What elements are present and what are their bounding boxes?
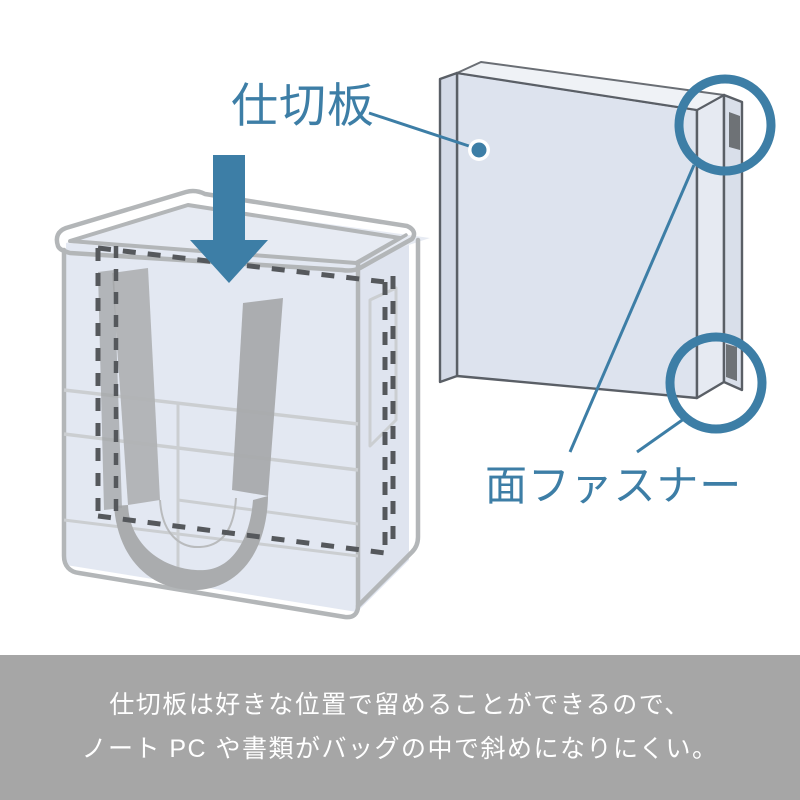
- divider-panel-illustration: [438, 61, 776, 434]
- divider-position-dashed-outline: [95, 245, 396, 556]
- label-hook-and-loop-fastener: 面ファスナー: [485, 462, 743, 509]
- label-divider-panel: 仕切板: [231, 79, 375, 132]
- strap-left-band: [112, 268, 160, 505]
- fastener-patch-bottom: [726, 344, 737, 381]
- leader-line-divider: [368, 111, 479, 151]
- bag-side-outline-inner: [356, 233, 408, 265]
- strap-u-shade: [159, 497, 237, 549]
- divider-panel-face: [455, 71, 699, 400]
- bag-carry-strap: [98, 268, 283, 591]
- strap-u-bend: [114, 496, 268, 591]
- leader-line-fastener-bottom: [636, 414, 689, 454]
- bag-side-pocket: [368, 286, 398, 448]
- bag-front-outline: [61, 247, 361, 620]
- callout-circle-bottom: [665, 332, 767, 434]
- divider-panel-left-flap: [438, 71, 459, 384]
- bag-seam-vertical-2: [177, 498, 359, 526]
- caption-line-1: 仕切板は好きな位置で留めることができるので、: [109, 691, 691, 720]
- bag-rim-outer: [54, 188, 417, 273]
- caption-line-2: ノート PC や書類がバッグの中で斜めになりにくい。: [81, 734, 719, 763]
- fastener-patch-top: [729, 112, 740, 150]
- leader-lines: [368, 111, 696, 454]
- divider-panel-spine: [695, 93, 726, 400]
- caption-text-block: 仕切板は好きな位置で留めることができるので、 ノート PC や書類がバッグの中で…: [0, 655, 800, 800]
- bag-seam-bottom: [63, 518, 359, 558]
- bag-side-outline: [355, 237, 421, 609]
- caption-banner: 仕切板は好きな位置で留めることができるので、 ノート PC や書類がバッグの中で…: [0, 655, 800, 800]
- insertion-arrow: [190, 155, 268, 283]
- insertion-arrow-shape: [190, 155, 268, 283]
- tote-bag-illustration: [54, 155, 430, 620]
- leader-line-fastener-top: [568, 164, 696, 453]
- callout-circle-top: [674, 74, 776, 176]
- strap-left-shadow: [98, 270, 122, 510]
- divider-panel-face-dot-core: [471, 142, 487, 158]
- strap-right-band: [232, 298, 283, 496]
- divider-panel-top-edge: [456, 61, 725, 111]
